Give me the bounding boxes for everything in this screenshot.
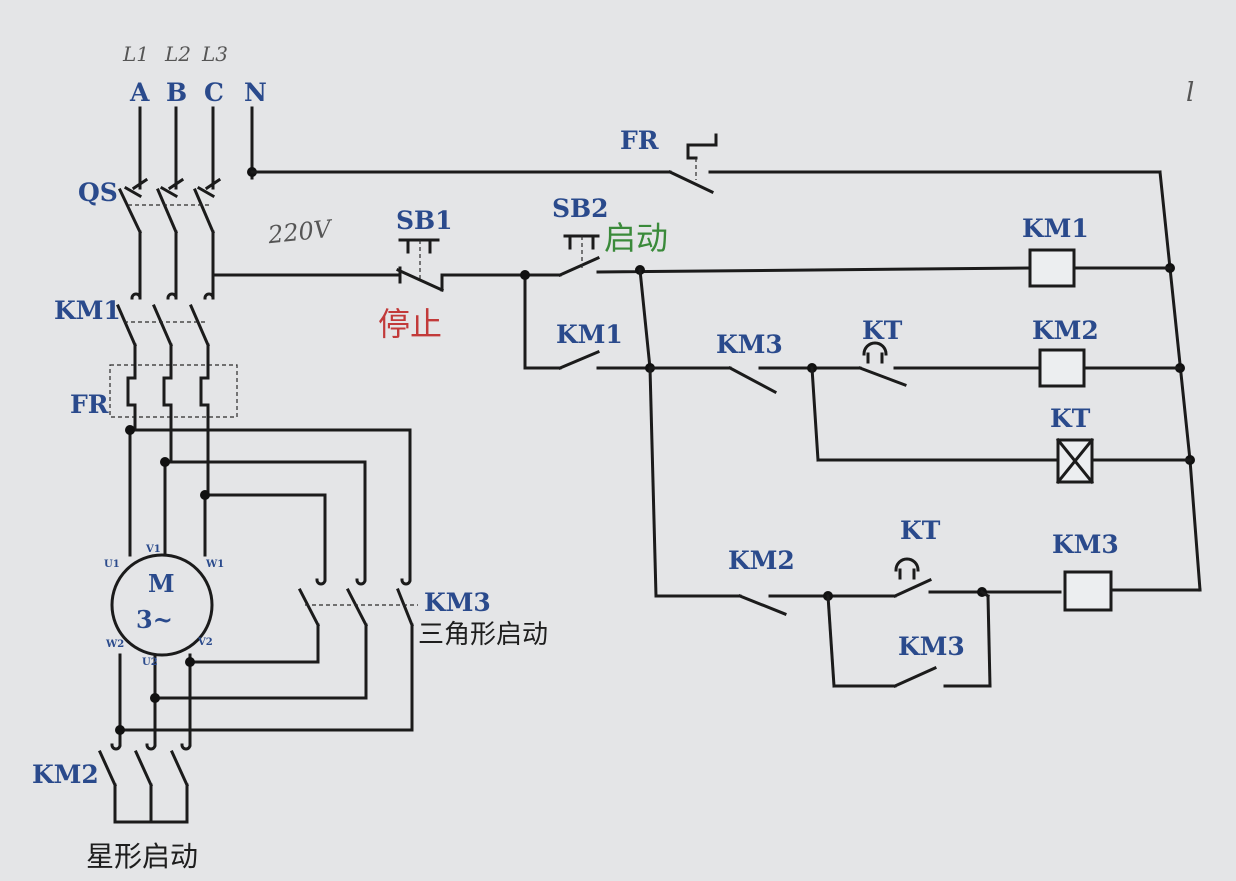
u2-terminal-label: U2 [142,657,158,668]
km1-aux-label: KM1 [556,320,623,349]
control-right-rail [1158,170,1202,592]
sb2-label: SB2 [552,194,609,223]
km2-branch [648,341,1182,395]
sb2-start-button [558,234,1032,277]
km1-main-contacts [116,292,215,347]
kt-nc-label: KT [862,316,903,345]
v2-terminal-label: V2 [198,637,213,648]
sb1-label: SB1 [396,206,453,235]
motor-m-label: M [148,569,175,598]
l2-handwriting: L2 [165,42,192,66]
km3-nc-label: KM3 [716,330,783,359]
phase-a-label: A [130,78,150,107]
w2-terminal-label: W2 [106,639,125,650]
km1-coil-symbol [1028,248,1172,288]
delta-start-caption: 三角形启动 [418,620,549,650]
sb1-stop-button [396,238,562,292]
km1-coil-label: KM1 [1022,214,1089,243]
km1-hold-branch [520,265,655,373]
power-circuit [138,106,254,190]
km3-hold-loop [826,589,992,688]
fr-control-label: FR [620,126,659,155]
kt-coil-branch [810,366,1192,485]
km2-nc-label: KM2 [728,546,795,575]
stop-caption: 停止 [378,305,443,343]
corner-mark: l [1186,78,1195,108]
qs-switch-symbol [118,177,222,234]
v1-terminal-label: V1 [146,544,161,555]
km2-power-label: KM2 [32,760,99,789]
power-distribution-wires [125,425,412,582]
motor-3phase-label: 3~ [136,605,173,634]
phase-c-label: C [204,78,224,107]
l3-handwriting: L3 [202,42,229,66]
l1-handwriting: L1 [123,42,150,66]
km1-power-label: KM1 [54,296,121,325]
km3-branch [648,366,1202,616]
fr-power-label: FR [70,390,109,419]
u1-terminal-label: U1 [104,559,120,570]
phase-b-label: B [166,78,188,107]
neutral-n-label: N [244,78,267,107]
start-caption: 启动 [604,219,669,257]
motor-symbol [110,553,214,747]
voltage-handwriting: 220V [266,214,333,250]
kt-no-label: KT [900,516,941,545]
fr-nc-contact [668,133,718,194]
kt-coil-label: KT [1050,404,1091,433]
km3-coil-label: KM3 [1052,530,1119,559]
fr-thermal-element [109,343,238,497]
star-start-caption: 星形启动 [86,840,199,873]
km2-coil-label: KM2 [1032,316,1099,345]
qs-label: QS [78,178,118,207]
control-n-line [247,167,1162,177]
w1-terminal-label: W1 [206,559,225,570]
km3-hold-label: KM3 [898,632,965,661]
qs-to-km1-wires [138,230,402,300]
km2-star-contacts [98,743,192,824]
km3-power-label: KM3 [424,588,491,617]
